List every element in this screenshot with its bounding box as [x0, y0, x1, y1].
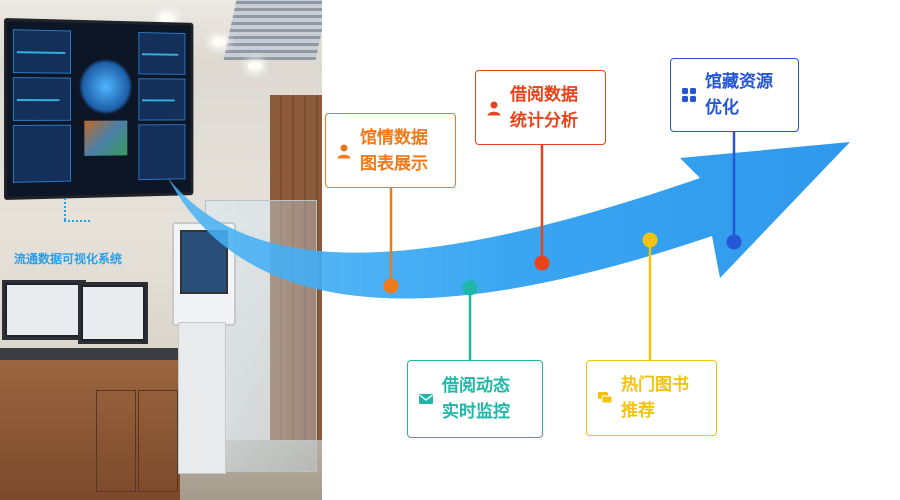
grid-icon [682, 88, 696, 102]
marker-teal [462, 280, 478, 296]
callout-line: 图表展示 [360, 153, 428, 174]
chat-icon [598, 392, 613, 404]
marker-orange [383, 278, 399, 294]
monitor [2, 280, 86, 340]
marker-red [534, 255, 550, 271]
callout-line: 借阅数据 [510, 84, 578, 105]
callout-line: 优化 [705, 98, 739, 118]
desk [0, 360, 180, 500]
callout-line: 馆情数据 [360, 127, 428, 148]
callout-line: 实时监控 [442, 402, 510, 422]
self-service-kiosk [172, 222, 236, 326]
ceiling-light [212, 38, 226, 46]
person-icon [337, 144, 351, 158]
person-icon [487, 101, 501, 115]
ceiling-light [160, 14, 174, 22]
library-photo: 流通数据可视化系统 [0, 0, 322, 500]
system-caption: 流通数据可视化系统 [14, 252, 123, 266]
caption-leader [64, 198, 72, 220]
ceiling-light [248, 62, 262, 70]
callout-line: 推荐 [621, 401, 655, 421]
callout-line: 借阅动态 [442, 376, 510, 396]
callout-hot-books: 热门图书 推荐 [586, 360, 717, 436]
callout-chart-display: 馆情数据 图表展示 [325, 113, 456, 188]
kiosk-stand [178, 322, 226, 474]
callout-borrow-monitor: 借阅动态 实时监控 [407, 360, 543, 438]
callout-borrow-stats: 借阅数据 统计分析 [475, 70, 606, 145]
monitor [78, 282, 148, 344]
marker-blue [726, 234, 742, 250]
callout-line: 统计分析 [510, 110, 578, 131]
callout-line: 热门图书 [621, 375, 689, 395]
callout-line: 馆藏资源 [705, 72, 773, 92]
marker-yellow [642, 232, 658, 248]
curved-arrow [168, 142, 850, 299]
caption-leader [64, 220, 90, 224]
callout-collection-optimization: 馆藏资源 优化 [670, 58, 799, 132]
mail-icon [419, 394, 433, 404]
